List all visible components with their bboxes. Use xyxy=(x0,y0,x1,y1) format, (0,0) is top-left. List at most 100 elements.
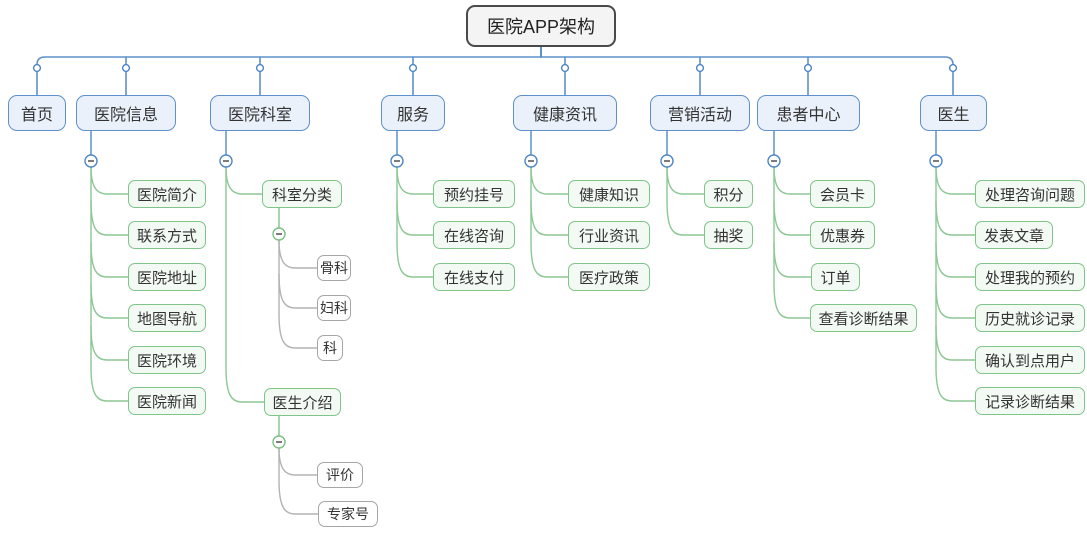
collapse-button-hospital-dept[interactable] xyxy=(219,154,233,168)
node-history-visit-record[interactable]: 历史就诊记录 xyxy=(975,304,1085,332)
node-gynecology[interactable]: 妇科 xyxy=(317,295,351,321)
node-label: 健康知识 xyxy=(578,186,639,204)
node-order[interactable]: 订单 xyxy=(811,263,860,291)
node-online-consultation[interactable]: 在线咨询 xyxy=(433,221,515,249)
branch-patient-center-lines xyxy=(773,130,812,319)
node-contact-info[interactable]: 联系方式 xyxy=(128,221,206,249)
node-label: 处理咨询问题 xyxy=(984,186,1075,204)
node-patient-center[interactable]: 患者中心 xyxy=(757,95,860,131)
node-points[interactable]: 积分 xyxy=(704,180,753,208)
collapse-button-service[interactable] xyxy=(390,154,404,168)
collapse-button-patient-center[interactable] xyxy=(767,154,781,168)
collapse-button-marketing[interactable] xyxy=(660,154,674,168)
node-label: 医生 xyxy=(937,107,970,124)
branch-hospital-info-lines xyxy=(90,130,129,402)
node-service[interactable]: 服务 xyxy=(381,95,445,131)
node-record-diagnosis-result[interactable]: 记录诊断结果 xyxy=(975,387,1085,415)
node-label: 查看诊断结果 xyxy=(818,310,909,328)
collapse-button-dept-classification[interactable] xyxy=(272,227,286,241)
collapse-button-doctor-introduction[interactable] xyxy=(272,435,286,449)
node-industry-news[interactable]: 行业资讯 xyxy=(568,221,650,249)
node-health-knowledge[interactable]: 健康知识 xyxy=(568,180,650,208)
node-doctor-introduction[interactable]: 医生介绍 xyxy=(264,388,341,416)
branch-service-lines xyxy=(396,130,434,278)
node-handle-consultation[interactable]: 处理咨询问题 xyxy=(975,180,1085,208)
node-health-news[interactable]: 健康资讯 xyxy=(513,95,617,131)
node-view-diagnosis-result[interactable]: 查看诊断结果 xyxy=(810,304,917,332)
node-handle-my-appointment[interactable]: 处理我的预约 xyxy=(975,263,1085,291)
node-confirm-arrived-user[interactable]: 确认到点用户 xyxy=(975,346,1085,374)
collapse-button-hospital-info[interactable] xyxy=(84,154,98,168)
branch-marketing-lines xyxy=(666,130,705,236)
node-label: 行业资讯 xyxy=(578,227,639,245)
node-label: 联系方式 xyxy=(136,227,197,245)
node-orthopedics[interactable]: 骨科 xyxy=(317,255,351,281)
top-rail xyxy=(32,46,958,96)
branch-hospital-dept-lines xyxy=(225,130,265,403)
node-label: 科室分类 xyxy=(271,186,332,204)
junction-dot xyxy=(408,63,418,73)
junction-dot xyxy=(255,63,265,73)
node-label: 历史就诊记录 xyxy=(984,310,1075,328)
node-label: 发表文章 xyxy=(983,227,1044,245)
node-map-navigation[interactable]: 地图导航 xyxy=(128,304,206,332)
node-label: 医疗政策 xyxy=(578,269,639,287)
node-hospital-info[interactable]: 医院信息 xyxy=(76,95,176,131)
node-marketing[interactable]: 营销活动 xyxy=(650,95,750,131)
node-medical-policy[interactable]: 医疗政策 xyxy=(568,263,650,291)
node-label: 优惠券 xyxy=(819,227,865,245)
collapse-button-doctor[interactable] xyxy=(929,154,943,168)
node-home[interactable]: 首页 xyxy=(8,95,66,131)
node-label: 健康资讯 xyxy=(532,107,597,124)
node-coupon[interactable]: 优惠券 xyxy=(810,221,875,249)
node-label: 会员卡 xyxy=(819,186,865,204)
junction-dot xyxy=(695,63,705,73)
node-hospital-intro[interactable]: 医院简介 xyxy=(128,180,206,208)
node-hospital-news[interactable]: 医院新闻 xyxy=(128,387,206,415)
node-label: 医院地址 xyxy=(136,269,197,287)
node-dept-ke[interactable]: 科 xyxy=(317,335,343,361)
node-label: 积分 xyxy=(713,186,744,204)
node-label: 预约挂号 xyxy=(443,186,504,204)
node-label: 医院简介 xyxy=(136,186,197,204)
node-membership-card[interactable]: 会员卡 xyxy=(810,180,875,208)
node-label: 地图导航 xyxy=(136,310,197,328)
branch-dept-classification-lines xyxy=(278,207,318,349)
node-label: 评价 xyxy=(326,467,354,483)
node-publish-article[interactable]: 发表文章 xyxy=(975,221,1053,249)
node-evaluation[interactable]: 评价 xyxy=(317,462,363,488)
node-label: 确认到点用户 xyxy=(984,352,1075,370)
junction-dot xyxy=(948,63,958,73)
node-online-payment[interactable]: 在线支付 xyxy=(433,263,515,291)
node-doctor[interactable]: 医生 xyxy=(920,95,987,131)
node-hospital-address[interactable]: 医院地址 xyxy=(128,263,206,291)
collapse-button-health-news[interactable] xyxy=(524,154,538,168)
node-label: 订单 xyxy=(820,269,851,287)
junction-dot xyxy=(32,63,42,73)
branch-health-news-lines xyxy=(530,130,569,278)
node-label: 骨科 xyxy=(320,260,348,276)
node-expert-number[interactable]: 专家号 xyxy=(318,501,378,527)
node-label: 在线咨询 xyxy=(443,227,504,245)
node-label: 医院科室 xyxy=(227,107,292,124)
node-label: 医院环境 xyxy=(136,352,197,370)
node-label: 首页 xyxy=(20,107,53,124)
branch-doctor-introduction-lines xyxy=(278,415,319,515)
node-appointment-registration[interactable]: 预约挂号 xyxy=(433,180,515,208)
node-root[interactable]: 医院APP架构 xyxy=(466,5,616,47)
branch-doctor-lines xyxy=(935,130,976,402)
node-hospital-dept[interactable]: 医院科室 xyxy=(210,95,310,131)
node-label: 妇科 xyxy=(320,300,348,316)
node-label: 抽奖 xyxy=(713,227,744,245)
node-hospital-environment[interactable]: 医院环境 xyxy=(128,346,206,374)
junction-dot xyxy=(560,63,570,73)
node-label: 记录诊断结果 xyxy=(984,393,1075,411)
node-label: 处理我的预约 xyxy=(984,269,1075,287)
node-label: 营销活动 xyxy=(667,107,732,124)
node-label: 医院APP架构 xyxy=(486,17,596,37)
node-label: 服务 xyxy=(396,107,429,124)
node-dept-classification[interactable]: 科室分类 xyxy=(262,180,342,208)
node-lottery[interactable]: 抽奖 xyxy=(704,221,753,249)
